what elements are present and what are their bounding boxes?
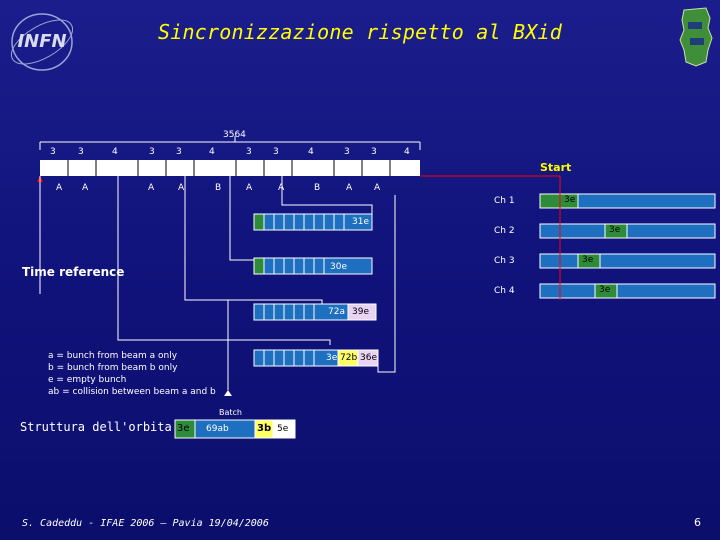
tick-10: 3 <box>344 147 350 157</box>
slide-title: Sincronizzazione rispetto al BXid <box>158 20 562 44</box>
sardinia-map-logo <box>676 4 716 70</box>
channel-1-box-label: 3e <box>564 195 576 205</box>
channel-3-box-label: 3e <box>582 255 594 265</box>
row4-label-b: 72b <box>340 353 358 363</box>
infn-logo: INFN <box>4 4 80 78</box>
letter-9: A <box>346 183 353 193</box>
letter-2: A <box>82 183 89 193</box>
channel-3-label: Ch 3 <box>494 256 515 266</box>
channel-4-label: Ch 4 <box>494 286 515 296</box>
orbit-count: 3564 <box>223 130 246 140</box>
legend-item-ab: ab = collision between beam a and b <box>48 387 216 397</box>
orbit-box-69ab: 69ab <box>206 424 229 434</box>
orbit-box-3e: 3e <box>177 423 190 434</box>
tick-5: 3 <box>176 147 182 157</box>
batch-label: Batch <box>219 408 242 417</box>
footer-text: S. Cadeddu - IFAE 2006 – Pavia 19/04/200… <box>22 518 269 529</box>
tick-2: 3 <box>78 147 84 157</box>
row3-label-a: 72a <box>328 307 345 317</box>
letter-10: A <box>374 183 381 193</box>
letter-3: A <box>148 183 155 193</box>
channel-1-label: Ch 1 <box>494 196 515 206</box>
letter-7: A <box>278 183 285 193</box>
row4-label-c: 36e <box>360 353 377 363</box>
legend-item-e: e = empty bunch <box>48 375 127 385</box>
orbit-structure-label: Struttura dell'orbita <box>20 420 172 434</box>
row3-label-b: 39e <box>352 307 369 317</box>
channel-4-box-label: 3e <box>599 285 611 295</box>
row4-label-a: 3e <box>326 353 338 363</box>
tick-3: 4 <box>112 147 118 157</box>
svg-text:INFN: INFN <box>17 31 66 52</box>
channel-2-box-label: 3e <box>609 225 621 235</box>
tick-11: 3 <box>371 147 377 157</box>
legend-item-a: a = bunch from beam a only <box>48 351 178 361</box>
orbit-box-3b: 3b <box>257 423 272 434</box>
tick-9: 4 <box>308 147 314 157</box>
tick-12: 4 <box>404 147 410 157</box>
time-reference-label: Time reference <box>22 265 125 279</box>
row1-label: 31e <box>352 217 369 227</box>
letter-6: A <box>246 183 253 193</box>
orbit-box-5e: 5e <box>277 424 289 434</box>
letter-1: A <box>56 183 63 193</box>
tick-6: 4 <box>209 147 215 157</box>
row2-label: 30e <box>330 262 347 272</box>
page-number: 6 <box>694 516 701 529</box>
tick-7: 3 <box>246 147 252 157</box>
start-label: Start <box>540 161 572 174</box>
letter-8: B <box>314 183 321 193</box>
letter-5: B <box>215 183 222 193</box>
letter-4: A <box>178 183 185 193</box>
channel-2-label: Ch 2 <box>494 226 515 236</box>
tick-1: 3 <box>50 147 56 157</box>
tick-8: 3 <box>273 147 279 157</box>
tick-4: 3 <box>149 147 155 157</box>
legend: a = bunch from beam a only b = bunch fro… <box>48 350 216 398</box>
legend-item-b: b = bunch from beam b only <box>48 363 178 373</box>
